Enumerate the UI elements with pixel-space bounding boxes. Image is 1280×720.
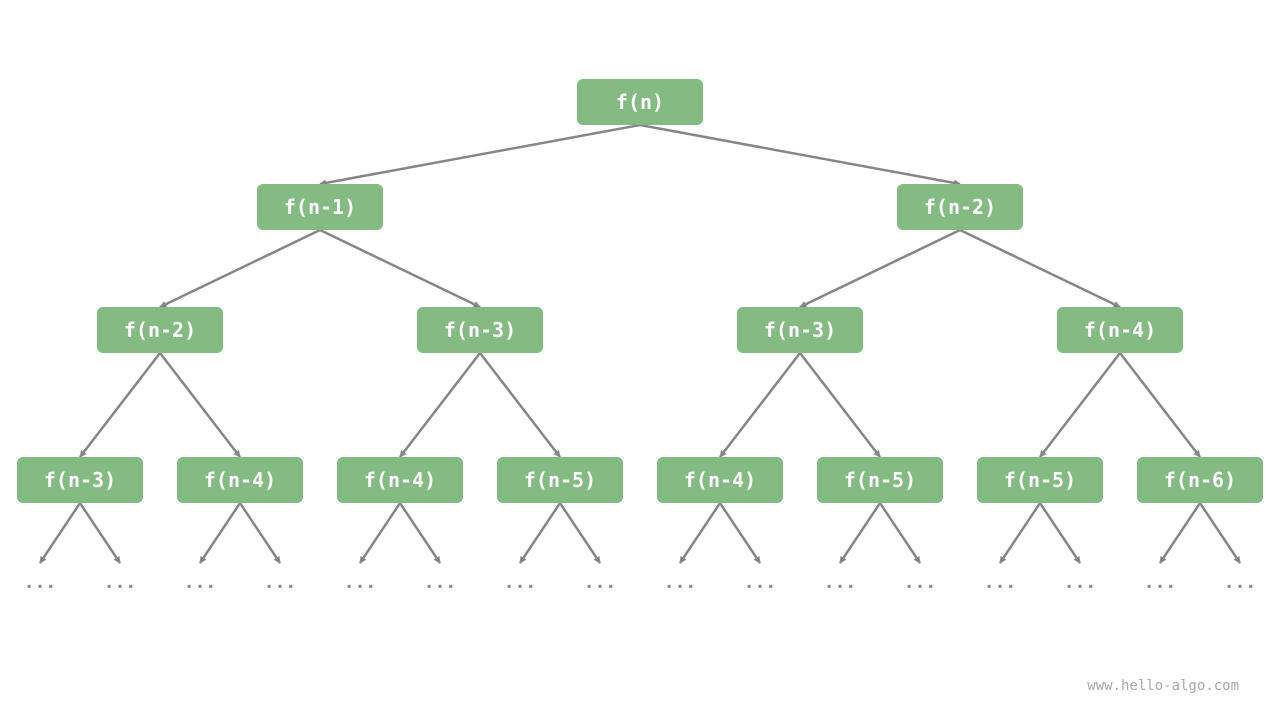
- leaf-placeholder: ...: [504, 572, 537, 593]
- leaf-placeholder: ...: [424, 572, 457, 593]
- node-label: f(n-6): [1164, 468, 1236, 492]
- node-box: [417, 307, 543, 353]
- tree-edge: [1119, 352, 1201, 458]
- leaf-placeholder: ...: [664, 572, 697, 593]
- node-label: f(n-3): [44, 468, 116, 492]
- node-box: [337, 457, 463, 503]
- leaf-edge: [718, 502, 762, 564]
- leaf-placeholder: ...: [184, 572, 217, 593]
- leaf-edge: [78, 502, 122, 564]
- tree-edge: [479, 352, 561, 458]
- tree-node: f(n-6): [1137, 457, 1263, 503]
- leaf-placeholder: ...: [1224, 572, 1257, 593]
- node-label: f(n-5): [844, 468, 916, 492]
- node-label: f(n-2): [124, 318, 196, 342]
- node-label: f(n-4): [364, 468, 436, 492]
- leaf-placeholder: ...: [344, 572, 377, 593]
- tree-edge: [639, 123, 961, 187]
- leaf-placeholder: ...: [104, 572, 137, 593]
- node-box: [657, 457, 783, 503]
- nodes-layer: ........................................…: [17, 79, 1263, 593]
- tree-edge: [719, 352, 801, 458]
- watermark: www.hello-algo.com: [1087, 678, 1239, 694]
- leaf-edge: [558, 502, 602, 564]
- node-label: f(n-1): [284, 195, 356, 219]
- leaf-placeholder: ...: [1144, 572, 1177, 593]
- leaf-placeholder: ...: [24, 572, 57, 593]
- node-box: [1057, 307, 1183, 353]
- tree-edge: [159, 352, 241, 458]
- tree-node: f(n-3): [417, 307, 543, 353]
- leaf-edge: [678, 502, 722, 564]
- node-label: f(n-3): [444, 318, 516, 342]
- node-box: [977, 457, 1103, 503]
- node-label: f(n-4): [204, 468, 276, 492]
- tree-node: f(n-1): [257, 184, 383, 230]
- tree-node: f(n-5): [977, 457, 1103, 503]
- tree-node: f(n-2): [897, 184, 1023, 230]
- tree-edge: [159, 228, 321, 309]
- tree-node: f(n-2): [97, 307, 223, 353]
- leaf-edge: [1038, 502, 1082, 564]
- tree-edge: [1039, 352, 1121, 458]
- leaf-placeholder: ...: [264, 572, 297, 593]
- tree-node: f(n-4): [177, 457, 303, 503]
- tree-edge: [319, 123, 641, 187]
- edges-layer: [38, 123, 1242, 564]
- leaf-edge: [398, 502, 442, 564]
- node-box: [497, 457, 623, 503]
- leaf-placeholder: ...: [1064, 572, 1097, 593]
- tree-node: f(n-3): [17, 457, 143, 503]
- leaf-edge: [1158, 502, 1202, 564]
- leaf-edge: [358, 502, 402, 564]
- node-label: f(n-4): [1084, 318, 1156, 342]
- node-label: f(n-2): [924, 195, 996, 219]
- leaf-edge: [518, 502, 562, 564]
- node-box: [177, 457, 303, 503]
- tree-node: f(n-4): [337, 457, 463, 503]
- leaf-placeholder: ...: [824, 572, 857, 593]
- tree-node: f(n-5): [817, 457, 943, 503]
- tree-edge: [799, 352, 881, 458]
- leaf-placeholder: ...: [904, 572, 937, 593]
- leaf-edge: [38, 502, 82, 564]
- node-box: [897, 184, 1023, 230]
- tree-node: f(n-5): [497, 457, 623, 503]
- node-box: [97, 307, 223, 353]
- node-label: f(n-4): [684, 468, 756, 492]
- leaf-edge: [998, 502, 1042, 564]
- leaf-edge: [238, 502, 282, 564]
- node-box: [577, 79, 703, 125]
- tree-edge: [319, 228, 481, 309]
- leaf-edge: [1198, 502, 1242, 564]
- leaf-edge: [198, 502, 242, 564]
- leaf-edge: [878, 502, 922, 564]
- tree-edge: [399, 352, 481, 458]
- tree-edge: [79, 352, 161, 458]
- tree-node: f(n-3): [737, 307, 863, 353]
- node-box: [1137, 457, 1263, 503]
- node-box: [17, 457, 143, 503]
- node-label: f(n-5): [1004, 468, 1076, 492]
- node-label: f(n-3): [764, 318, 836, 342]
- leaf-placeholder: ...: [584, 572, 617, 593]
- node-box: [737, 307, 863, 353]
- leaf-placeholder: ...: [744, 572, 777, 593]
- node-box: [817, 457, 943, 503]
- leaf-edge: [838, 502, 882, 564]
- tree-node: f(n): [577, 79, 703, 125]
- leaf-placeholder: ...: [984, 572, 1017, 593]
- node-label: f(n-5): [524, 468, 596, 492]
- tree-edge: [799, 228, 961, 309]
- tree-node: f(n-4): [1057, 307, 1183, 353]
- node-label: f(n): [616, 90, 664, 114]
- node-box: [257, 184, 383, 230]
- tree-node: f(n-4): [657, 457, 783, 503]
- tree-edge: [959, 228, 1121, 309]
